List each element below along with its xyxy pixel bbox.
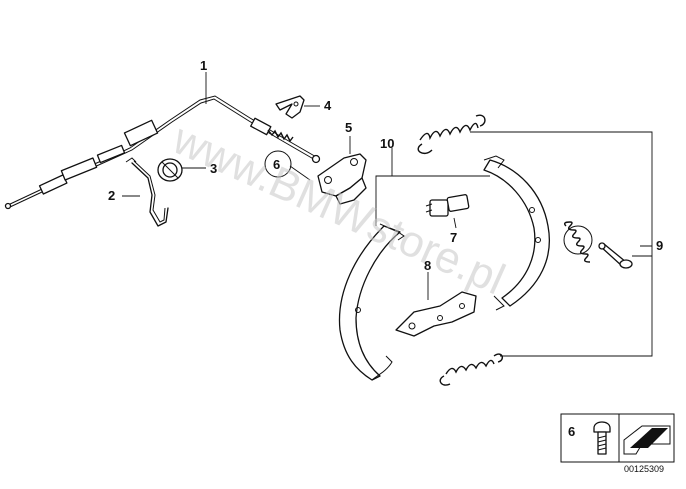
callout-10: 10 (380, 136, 394, 151)
callout-5: 5 (345, 120, 352, 135)
callout-labels: 1 2 3 4 5 7 8 9 10 (108, 58, 663, 273)
hold-down-pin[interactable] (598, 242, 633, 269)
mounting-bracket[interactable] (317, 153, 367, 205)
hold-down-spring[interactable] (563, 221, 593, 263)
drawing-id: 00125309 (624, 464, 664, 474)
callout-6-circled: 6 (264, 150, 292, 178)
brake-shoe-left[interactable] (338, 223, 405, 381)
bolt-icon (593, 421, 611, 455)
cable-bracket[interactable] (275, 95, 305, 119)
callout-3: 3 (210, 161, 217, 176)
callout-1: 1 (200, 58, 207, 73)
handbrake-cable[interactable] (4, 95, 321, 210)
callout-2: 2 (108, 188, 115, 203)
callout-8: 8 (424, 258, 431, 273)
return-spring-top[interactable] (417, 114, 486, 154)
brake-shoe-right[interactable] (483, 155, 550, 311)
callout-4: 4 (324, 98, 332, 113)
rubber-grommet[interactable] (157, 158, 183, 182)
callout-7: 7 (450, 230, 457, 245)
return-spring-bottom[interactable] (439, 353, 504, 386)
adjusting-lever[interactable] (395, 291, 477, 337)
arrow-icon (623, 425, 671, 455)
brake-adjuster[interactable] (425, 194, 470, 217)
legend-part-number: 6 (568, 424, 575, 439)
retaining-spring-clip[interactable] (125, 157, 169, 227)
legend-box: 6 00125309 (560, 413, 675, 474)
callout-leaders (122, 72, 653, 357)
callout-6: 6 (273, 157, 280, 172)
callout-9: 9 (656, 238, 663, 253)
